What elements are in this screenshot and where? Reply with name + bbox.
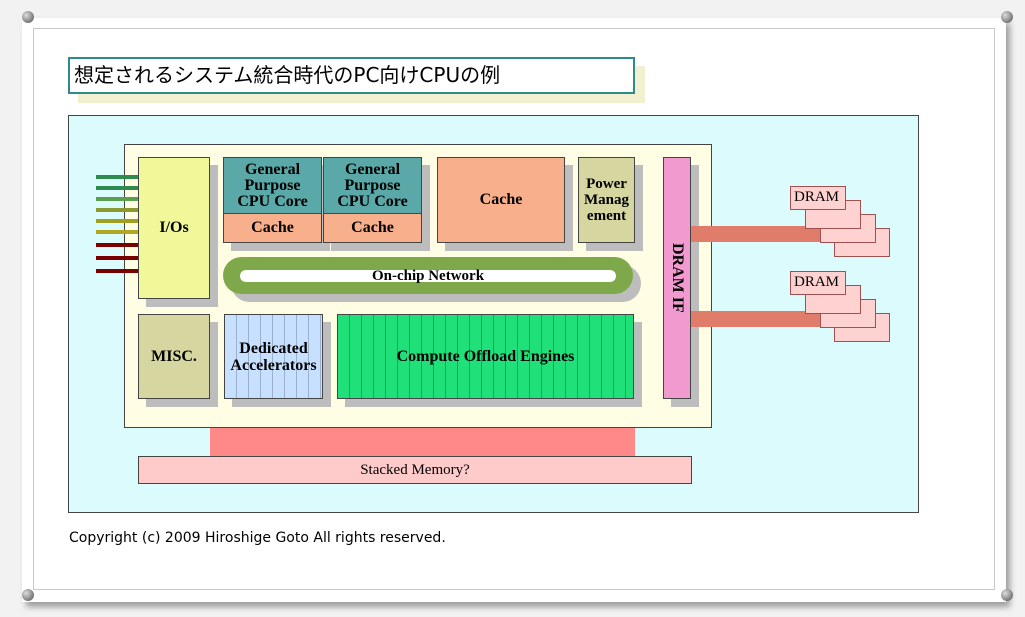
power-label-line: Power — [586, 176, 627, 192]
network-ring-inner: On-chip Network — [240, 267, 616, 284]
pin-icon — [22, 11, 34, 23]
io-pin-line — [96, 219, 138, 223]
dram-link-2 — [691, 311, 821, 327]
io-pin-line — [96, 230, 138, 234]
io-pin-line — [96, 243, 138, 247]
shared-cache-label: Cache — [479, 191, 523, 208]
core-label-line: Purpose — [244, 176, 301, 194]
network-label: On-chip Network — [371, 267, 485, 284]
core-label-line: General — [344, 160, 401, 178]
dram-label: DRAM — [794, 189, 840, 205]
misc-label: MISC. — [151, 347, 197, 365]
copyright-text: Copyright (c) 2009 Hiroshige Goto All ri… — [69, 530, 446, 546]
core-2-cache: Cache — [323, 213, 422, 243]
dram-link-1 — [691, 226, 821, 242]
core-1-cache: Cache — [223, 213, 322, 243]
stacked-memory-link — [210, 426, 635, 456]
dram-module-2: DRAM — [790, 271, 846, 295]
dram-interface-block: DRAM IF — [663, 157, 691, 399]
shared-cache-block: Cache — [437, 157, 565, 243]
io-pin-line — [96, 269, 138, 273]
pin-icon — [1001, 589, 1013, 601]
power-management-block: Power Manag ement — [578, 157, 635, 243]
compute-offload-engines-block: Compute Offload Engines — [337, 314, 634, 399]
core-label-line: CPU Core — [237, 192, 308, 210]
power-label-line: Manag — [584, 192, 629, 208]
accel-label-line: Accelerators — [230, 356, 317, 374]
core-label-line: CPU Core — [337, 192, 408, 210]
pin-icon — [1001, 11, 1013, 23]
core-label-line: Purpose — [344, 176, 401, 194]
cpu-core-2: General Purpose CPU Core — [323, 157, 422, 214]
pin-icon — [22, 589, 34, 601]
offload-label: Compute Offload Engines — [396, 347, 575, 365]
cache-label: Cache — [351, 219, 394, 236]
ios-label: I/Os — [159, 219, 189, 236]
core-label-line: General — [244, 160, 301, 178]
ios-block: I/Os — [138, 157, 210, 299]
io-pin-line — [96, 256, 138, 260]
dedicated-accelerators-block: Dedicated Accelerators — [224, 314, 323, 399]
power-label-line: ement — [586, 208, 627, 224]
dram-module-1: DRAM — [790, 186, 846, 210]
stacked-memory-label: Stacked Memory? — [360, 461, 470, 478]
accel-label-line: Dedicated — [239, 339, 308, 357]
io-pin-line — [96, 197, 138, 201]
cache-label: Cache — [251, 219, 294, 236]
dram-label: DRAM — [794, 274, 840, 290]
page-title: 想定されるシステム統合時代のPC向けCPUの例 — [68, 57, 635, 94]
stacked-memory-block: Stacked Memory? — [138, 456, 692, 484]
cpu-core-1: General Purpose CPU Core — [223, 157, 322, 214]
io-pin-line — [96, 186, 138, 190]
misc-block: MISC. — [138, 314, 210, 399]
io-pin-line — [96, 175, 138, 179]
dram-if-label: DRAM IF — [669, 243, 686, 313]
io-pin-line — [96, 208, 138, 212]
